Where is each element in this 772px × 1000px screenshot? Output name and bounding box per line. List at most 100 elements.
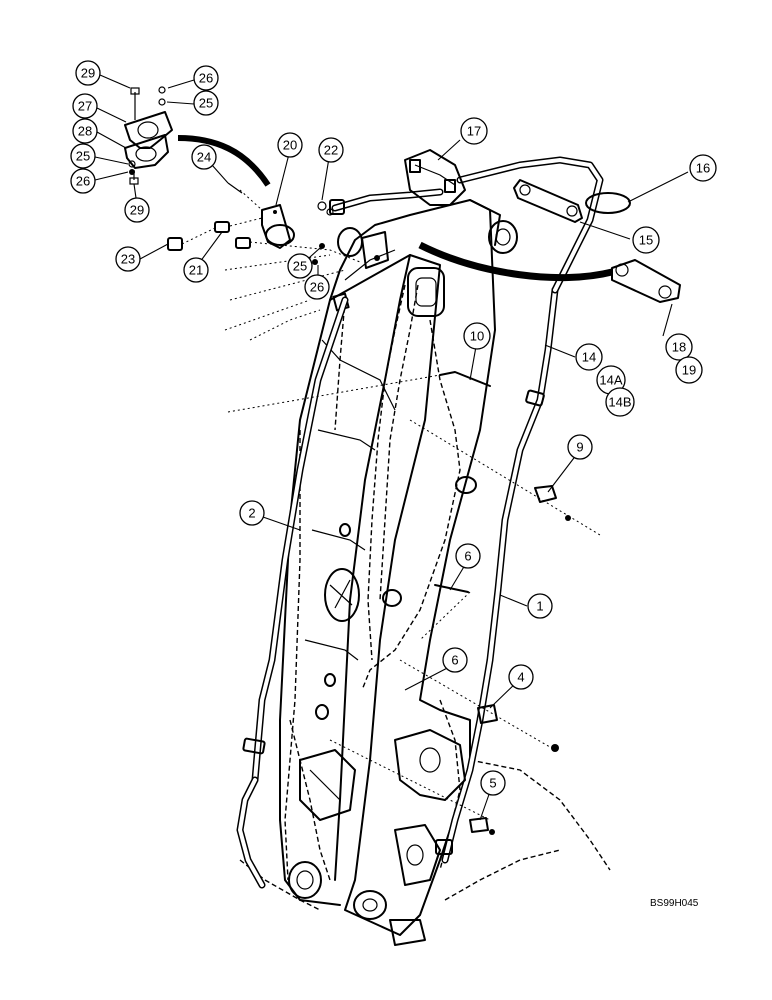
- boom-hole: [315, 704, 329, 720]
- svg-text:24: 24: [197, 150, 211, 165]
- lower-pivot-bore: [288, 861, 322, 899]
- callout-24: 24: [191, 144, 217, 170]
- svg-text:25: 25: [293, 259, 307, 274]
- tube-fitting: [525, 389, 545, 407]
- link-18: [611, 259, 681, 303]
- callout-14: 14: [575, 343, 603, 371]
- callout-4: 4: [508, 664, 534, 690]
- washer-25: [319, 243, 325, 249]
- callout-5: 5: [480, 770, 506, 796]
- pin-24: [227, 182, 243, 194]
- svg-text:20: 20: [283, 138, 297, 153]
- fitting-21: [235, 237, 251, 249]
- svg-text:9: 9: [576, 440, 583, 455]
- washer-25: [158, 98, 166, 106]
- tube-fitting: [329, 199, 345, 215]
- callout-26: 26: [193, 65, 219, 91]
- lower-pivot-bore: [353, 890, 387, 920]
- clamp-assembly: [124, 86, 271, 187]
- fitting-21: [214, 221, 230, 233]
- callout-25: 25: [287, 253, 313, 279]
- callout-23: 23: [115, 246, 141, 272]
- callout-6: 6: [455, 543, 481, 569]
- svg-text:14A: 14A: [599, 373, 622, 388]
- boom-assembly: [279, 199, 518, 936]
- nut-5: [489, 829, 495, 835]
- svg-text:5: 5: [489, 776, 496, 791]
- callout-22: 22: [318, 137, 344, 163]
- nut-4: [551, 744, 559, 752]
- svg-text:26: 26: [310, 280, 324, 295]
- tube-fitting: [435, 839, 453, 855]
- svg-text:19: 19: [682, 363, 696, 378]
- callout-16: 16: [689, 154, 717, 182]
- svg-text:14: 14: [582, 350, 596, 365]
- clamp-half-28: [124, 134, 169, 169]
- svg-text:29: 29: [130, 203, 144, 218]
- svg-text:26: 26: [199, 71, 213, 86]
- svg-text:15: 15: [639, 233, 653, 248]
- svg-text:4: 4: [517, 670, 524, 685]
- fittings: [167, 182, 361, 341]
- boom-cutout: [324, 568, 360, 622]
- svg-text:18: 18: [672, 340, 686, 355]
- callout-27: 27: [72, 93, 98, 119]
- callout-17: 17: [460, 117, 488, 145]
- svg-text:28: 28: [78, 124, 92, 139]
- svg-text:2: 2: [248, 506, 255, 521]
- svg-text:6: 6: [464, 549, 471, 564]
- assembly-arrow: [418, 241, 613, 282]
- boom-base: [288, 729, 466, 946]
- washer-22: [317, 201, 327, 211]
- pivot-pin: [488, 220, 518, 254]
- tube-fitting: [242, 737, 266, 755]
- callouts: 29 26 27 25 28 25 26 29 24 20 22 17 16 1…: [70, 60, 717, 796]
- svg-text:27: 27: [78, 99, 92, 114]
- clip-9: [534, 485, 557, 503]
- boom-hole: [455, 476, 477, 494]
- clamp-half-27: [124, 111, 173, 149]
- svg-text:10: 10: [470, 329, 484, 344]
- svg-text:14B: 14B: [608, 395, 631, 410]
- clip-5: [469, 817, 489, 833]
- washer-25: [128, 160, 136, 168]
- callout-2: 2: [239, 500, 265, 526]
- callout-18: 18: [665, 333, 693, 361]
- pin-10: [439, 371, 491, 387]
- figure-id: BS99H045: [650, 898, 699, 909]
- svg-text:1: 1: [536, 599, 543, 614]
- callout-1: 1: [527, 593, 553, 619]
- svg-text:17: 17: [467, 124, 481, 139]
- nut-26: [158, 86, 166, 94]
- clamp-16: [585, 192, 631, 214]
- svg-text:26: 26: [76, 174, 90, 189]
- callout-14B: 14B: [605, 387, 635, 417]
- callout-29: 29: [124, 197, 150, 223]
- callout-26: 26: [70, 168, 96, 194]
- callout-21: 21: [183, 257, 209, 283]
- boom-hole: [382, 589, 402, 607]
- svg-text:22: 22: [324, 143, 338, 158]
- callout-26: 26: [304, 274, 330, 300]
- hydraulic-tubes: [236, 156, 604, 889]
- callout-20: 20: [277, 132, 303, 158]
- clip-4: [477, 704, 498, 724]
- assembly-arrow: [177, 135, 271, 187]
- callout-25: 25: [193, 90, 219, 116]
- boom-hole: [339, 523, 351, 537]
- svg-text:23: 23: [121, 252, 135, 267]
- nut-26: [312, 259, 318, 265]
- callout-10: 10: [463, 322, 491, 350]
- nut-22: [326, 208, 334, 216]
- svg-text:29: 29: [81, 66, 95, 81]
- manifold-17: [404, 149, 466, 206]
- svg-text:25: 25: [199, 96, 213, 111]
- svg-text:6: 6: [451, 653, 458, 668]
- callout-25: 25: [70, 143, 96, 169]
- hidden-hose-routes: [239, 284, 611, 911]
- svg-text:21: 21: [189, 263, 203, 278]
- callout-29: 29: [75, 60, 101, 86]
- nut-9: [565, 515, 571, 521]
- callout-6: 6: [442, 647, 468, 673]
